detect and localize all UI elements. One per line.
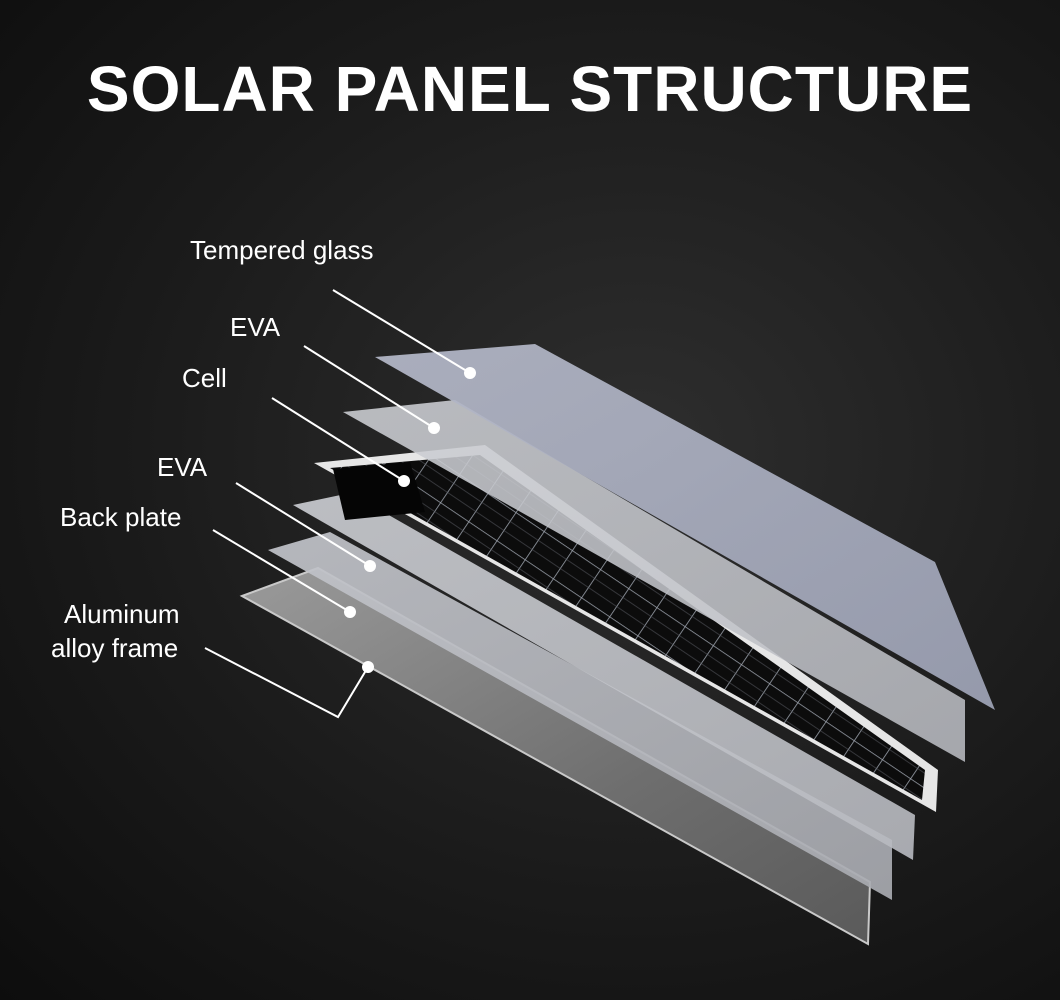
- dot-aluminum-frame: [362, 661, 374, 673]
- label-aluminum-frame-line1: Aluminum: [64, 599, 180, 629]
- cell-corner: [333, 462, 425, 520]
- leader-cell: [271, 397, 405, 482]
- back-plate-layer: [268, 532, 892, 900]
- leader-back-plate: [212, 529, 351, 613]
- dot-eva-bottom: [364, 560, 376, 572]
- label-cell: Cell: [182, 363, 227, 393]
- dot-eva-top: [428, 422, 440, 434]
- tempered-glass-layer: [375, 344, 995, 710]
- label-eva-bottom: EVA: [157, 452, 208, 482]
- leader-eva-bottom: [235, 482, 371, 567]
- dot-tempered-glass: [464, 367, 476, 379]
- eva-bottom-layer: [293, 493, 915, 860]
- leader-tempered-glass: [332, 289, 471, 374]
- dot-back-plate: [344, 606, 356, 618]
- label-tempered-glass: Tempered glass: [190, 235, 374, 265]
- leader-aluminum-frame: [204, 647, 369, 719]
- leader-dots: [344, 367, 476, 673]
- cell-layer: [330, 455, 925, 800]
- leader-lines: [204, 289, 471, 719]
- leader-eva-top: [303, 345, 435, 429]
- dot-cell: [398, 475, 410, 487]
- label-aluminum-frame-line2: alloy frame: [51, 633, 178, 663]
- eva-top-layer: [343, 400, 965, 762]
- page-title: SOLAR PANEL STRUCTURE: [86, 53, 974, 125]
- label-eva-top: EVA: [230, 312, 281, 342]
- label-back-plate: Back plate: [60, 502, 181, 532]
